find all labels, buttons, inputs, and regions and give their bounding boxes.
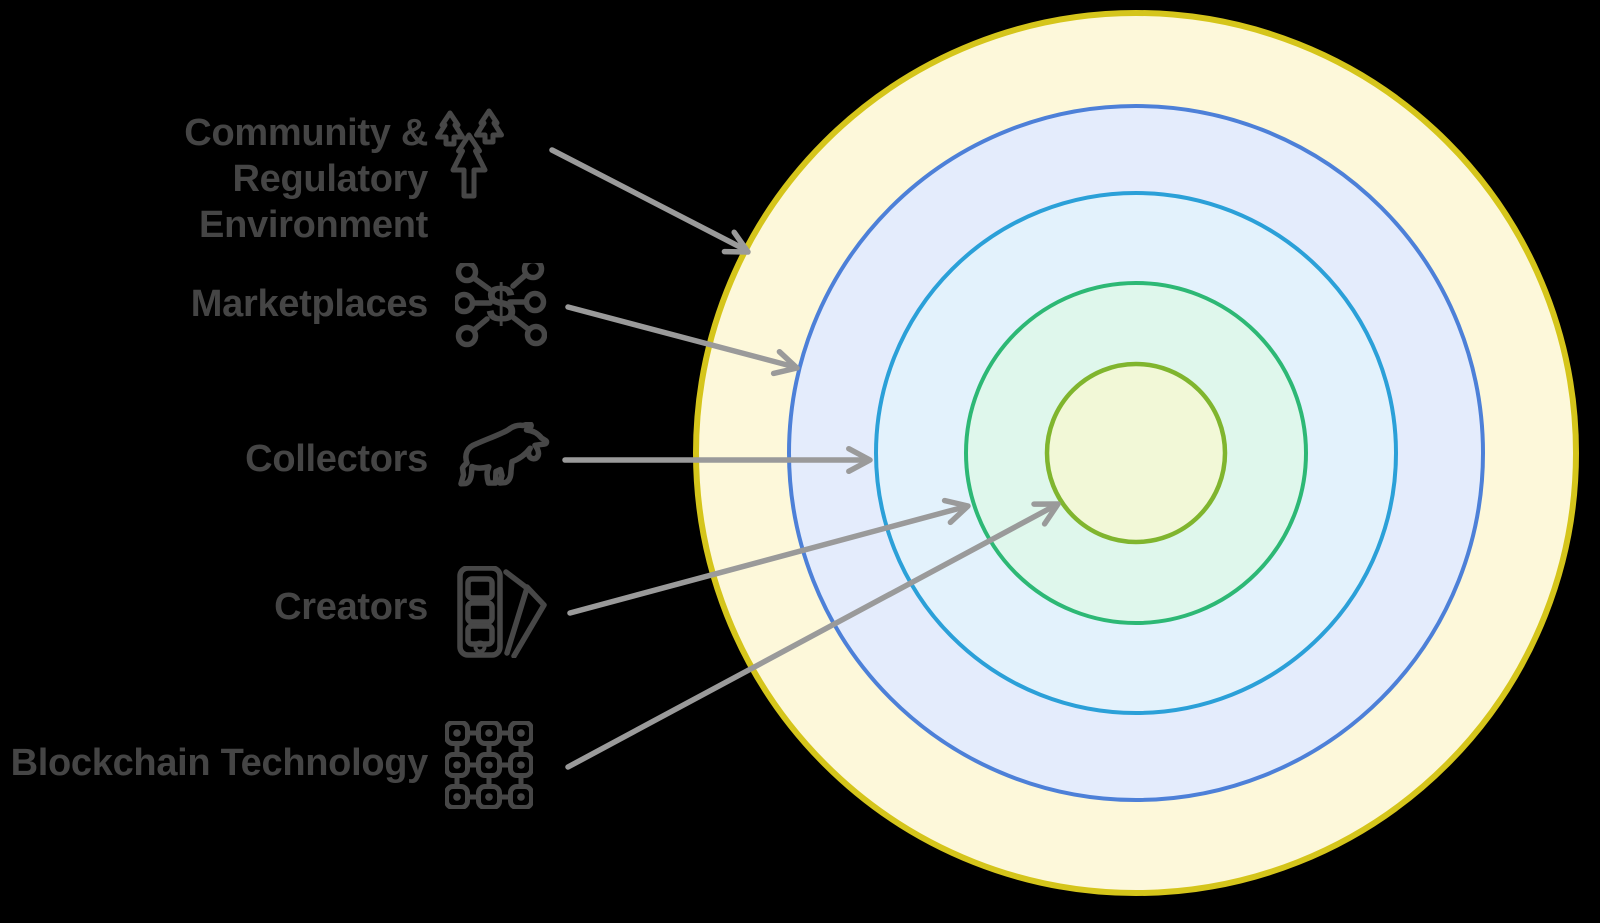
swatches-icon [457,566,547,658]
label-blockchain: Blockchain Technology [0,740,429,786]
label-line: Creators [274,586,428,628]
label-collectors: Collectors [0,436,428,482]
trees-icon [435,108,504,199]
label-line: Marketplaces [190,283,429,325]
label-community-regulatory: Community & Regulatory Environment [0,110,428,248]
label-creators: Creators [0,584,428,630]
ring-blockchain [1044,361,1228,545]
arrow-collectors [562,445,873,475]
label-line: Blockchain Technology [10,742,429,784]
label-marketplaces: Marketplaces [0,281,429,327]
label-line: Environment [199,204,428,246]
arrow-marketplaces [565,304,800,377]
blockchain-grid-icon [445,721,533,809]
connector-arrows [549,147,1061,770]
arrow-blockchain [565,501,1061,770]
svg-text:$: $ [486,274,516,334]
arrow-creators [567,497,971,616]
network-dollar-icon: $ [455,263,547,348]
arrow-community-regulatory [549,147,751,255]
label-line: Community & Regulatory [184,112,428,200]
bear-icon [458,422,550,487]
label-line: Collectors [245,438,428,480]
